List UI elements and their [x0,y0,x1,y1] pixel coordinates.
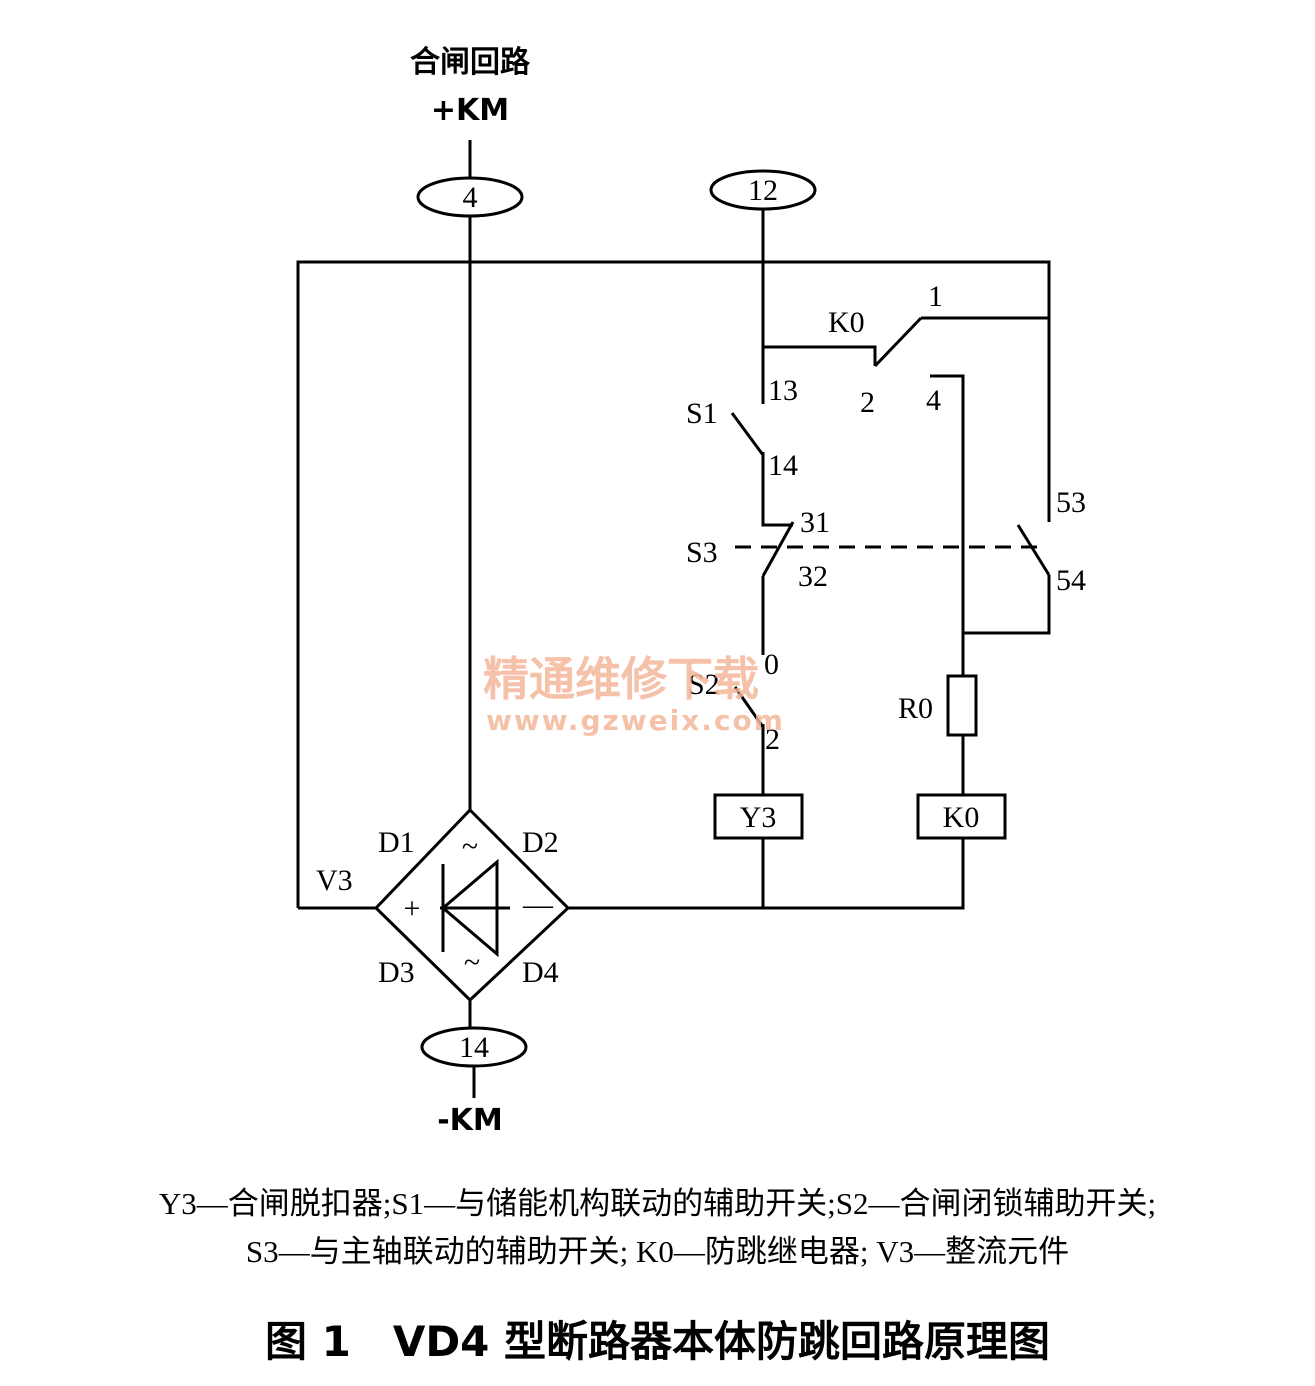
d3-label: D3 [378,956,415,989]
bridge-plus-label: + [404,892,421,925]
bridge-ac-top-label: ~ [462,830,478,863]
s3-pin32-label: 32 [798,560,828,593]
negative-bus-wire [568,838,965,910]
figure-caption: 图 1 VD4 型断路器本体防跳回路原理图 [264,1317,1051,1366]
s3-pin53-label: 53 [1056,486,1086,519]
s3-no-blade [1016,524,1051,576]
s2-label: S2 [688,668,720,701]
terminal-12-label: 12 [748,174,778,207]
k0-feed-wire [763,345,877,366]
d1-label: D1 [378,826,415,859]
k0-coil-label: K0 [943,801,980,834]
s3-pin54-wire [963,575,1051,635]
y3-coil [713,793,804,840]
d2-label: D2 [522,826,559,859]
legend-line-1: Y3—合闸脱扣器;S1—与储能机构联动的辅助开关;S2—合闸闭锁辅助开关; [158,1186,1157,1221]
positive-supply-label: +KM [431,93,509,128]
k0-pin4-label: 4 [926,384,941,417]
s2-switch-blade [733,686,765,728]
s1-label: S1 [686,397,718,430]
s3-label: S3 [686,536,718,569]
s1-pin14-label: 14 [768,449,798,482]
diode-symbol [440,858,499,958]
y3-coil-label: Y3 [740,801,777,834]
closing-circuit-title: 合闸回路 [410,45,531,80]
s3-pin54-label: 54 [1056,564,1086,597]
k0-pin1-label: 1 [928,280,943,313]
k0-pin4-wire [930,374,965,633]
legend-line-2: S3—与主轴联动的辅助开关; K0—防跳继电器; V3—整流元件 [245,1234,1070,1269]
s3-nc-blade [761,521,795,577]
r0-label: R0 [898,692,933,725]
terminal-14-label: 14 [459,1031,489,1064]
terminal-4-label: 4 [463,181,478,214]
s2-pin2-label: 2 [765,723,780,756]
s1-to-s3-wire [761,452,793,527]
s2-pin0-label: 0 [764,648,779,681]
s1-pin13-label: 13 [768,374,798,407]
s1-switch-blade [730,412,765,456]
s3-pin31-label: 31 [800,506,830,539]
watermark-text: 精通维修下载 [483,652,759,706]
k0-pin2-label: 2 [860,386,875,419]
k0-contact-blade [873,316,923,368]
d4-label: D4 [522,956,559,989]
r0-resistor [946,674,978,737]
outer-loop-wire [296,260,1051,908]
watermark-url: www.gzweix.com [486,704,785,737]
bridge-minus-label: — [522,888,554,921]
negative-supply-label: -KM [437,1103,503,1138]
k0-contact-label: K0 [828,306,865,339]
v3-label: V3 [316,864,353,897]
bridge-ac-bottom-label: ~ [464,946,480,979]
